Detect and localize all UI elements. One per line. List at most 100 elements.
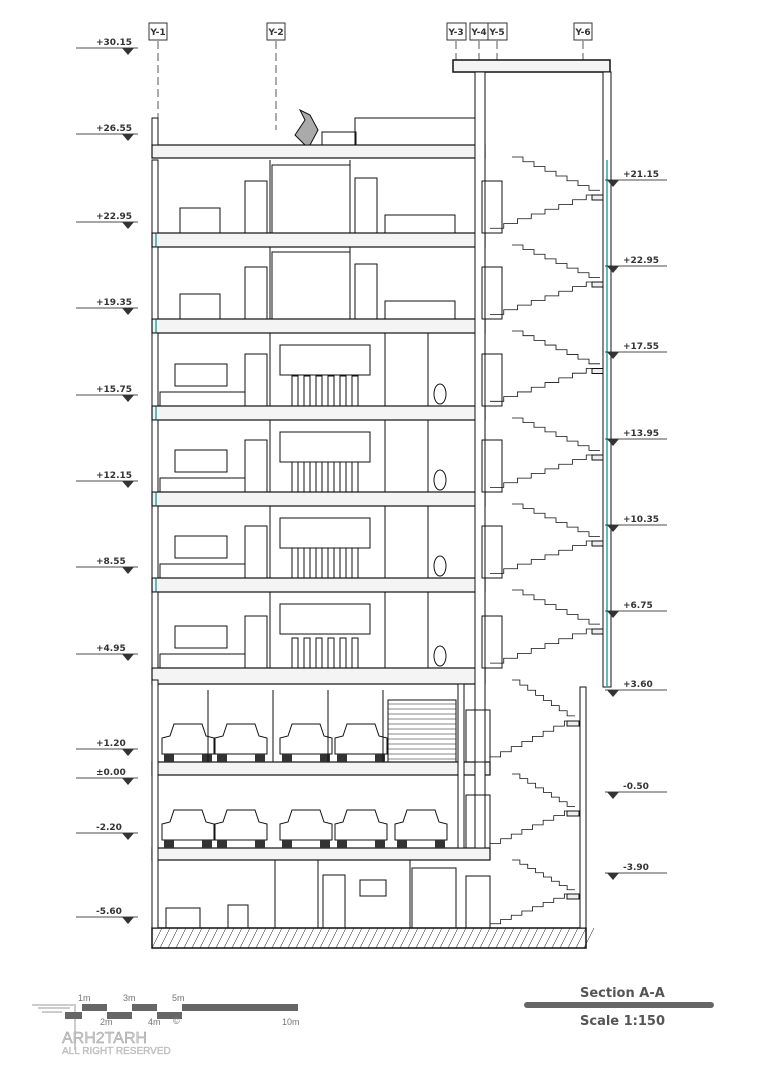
scale-segment xyxy=(132,1004,157,1011)
door xyxy=(481,353,503,407)
foundation-hatch xyxy=(295,927,307,949)
parapet xyxy=(151,117,159,146)
level-label: +17.55 xyxy=(623,342,659,352)
level-triangle-icon xyxy=(122,778,134,785)
level-triangle-icon xyxy=(122,654,134,661)
sofa xyxy=(159,391,246,407)
grid-label: Y-2 xyxy=(267,28,283,38)
level-triangle-icon xyxy=(122,481,134,488)
kitchen-unit xyxy=(411,867,457,929)
wall-painting xyxy=(174,363,228,387)
dining-chair xyxy=(327,637,335,669)
dining-chair xyxy=(291,547,299,579)
wall-painting xyxy=(174,449,228,473)
toilet xyxy=(433,555,447,577)
exterior-wall xyxy=(151,159,159,234)
stair-flight xyxy=(512,156,600,191)
door xyxy=(481,439,503,493)
foundation-hatch xyxy=(519,927,531,949)
level-label: +21.15 xyxy=(623,170,659,180)
stair-flight xyxy=(512,330,600,365)
dining-chair xyxy=(315,461,323,493)
kitchen-cabinet xyxy=(279,431,371,463)
level-markers: +30.15+26.55+22.95+19.35+15.75+12.15+8.5… xyxy=(76,38,667,924)
scale-label: Scale 1:150 xyxy=(580,1014,666,1029)
dining-chair xyxy=(303,375,311,407)
sofa xyxy=(159,477,246,493)
car-wheel xyxy=(337,840,347,848)
foundation-hatch xyxy=(159,927,171,949)
foundation-hatch xyxy=(415,927,427,949)
scale-tick-label: 10m xyxy=(282,1017,300,1027)
grid-bubble xyxy=(573,22,593,41)
door xyxy=(481,266,503,320)
door xyxy=(354,177,378,234)
dining-set xyxy=(227,904,249,929)
foundation-hatch xyxy=(367,927,379,949)
foundation-hatch xyxy=(199,927,211,949)
stair-landing xyxy=(591,454,604,461)
foundation-hatch xyxy=(527,927,539,949)
door xyxy=(244,525,268,579)
foundation-hatch xyxy=(279,927,291,949)
car-wheel xyxy=(375,754,385,762)
foundation-hatch xyxy=(551,927,563,949)
level-triangle-icon xyxy=(607,352,619,359)
grid-bubble xyxy=(266,22,286,41)
tv xyxy=(359,879,387,897)
level-triangle-icon xyxy=(607,266,619,273)
door xyxy=(481,525,503,579)
car xyxy=(161,723,215,755)
toilet xyxy=(433,469,447,491)
core-wall xyxy=(474,71,486,849)
foundation-hatch xyxy=(183,927,195,949)
door xyxy=(244,266,268,320)
door xyxy=(481,615,503,669)
car-wheel xyxy=(164,754,174,762)
wall-painting xyxy=(174,625,228,649)
car xyxy=(279,809,333,841)
level-label: +13.95 xyxy=(623,429,659,439)
sofa xyxy=(159,653,246,669)
level-label: -3.90 xyxy=(623,863,649,873)
car-wheel xyxy=(202,754,212,762)
foundation-hatch xyxy=(359,927,371,949)
car xyxy=(394,809,448,841)
dining-chair xyxy=(327,461,335,493)
watermark-rights: ALL RIGHT RESERVED xyxy=(62,1046,171,1057)
dining-chair xyxy=(303,547,311,579)
dining-chair xyxy=(291,375,299,407)
foundation-hatch xyxy=(383,927,395,949)
stair-flight xyxy=(490,540,600,574)
floor-slab xyxy=(151,761,491,776)
foundation-hatch xyxy=(407,927,419,949)
stair-landing xyxy=(566,810,580,817)
dining-chair xyxy=(291,461,299,493)
dining-chair xyxy=(315,637,323,669)
stair-flight xyxy=(512,859,575,891)
floor-slab xyxy=(151,318,486,334)
grid-bubble xyxy=(446,22,467,41)
level-triangle-icon xyxy=(122,134,134,141)
foundation-hatch xyxy=(223,927,235,949)
level-triangle-icon xyxy=(122,833,134,840)
car-wheel xyxy=(337,754,347,762)
dining-chair xyxy=(351,547,359,579)
door xyxy=(244,180,268,234)
foundation-slab xyxy=(151,927,587,949)
exterior-wall xyxy=(151,591,159,669)
level-triangle-icon xyxy=(122,222,134,229)
foundation-hatch xyxy=(303,927,315,949)
foundation-hatch xyxy=(175,927,187,949)
floor-slab xyxy=(151,667,486,685)
level-label: +3.60 xyxy=(623,680,653,690)
grid-bubble xyxy=(487,22,508,41)
foundation-hatch xyxy=(247,927,259,949)
kitchen-cabinet xyxy=(279,517,371,549)
car-wheel xyxy=(255,754,265,762)
foundation-hatch xyxy=(423,927,435,949)
kitchen-cabinet xyxy=(279,344,371,376)
car xyxy=(161,809,215,841)
